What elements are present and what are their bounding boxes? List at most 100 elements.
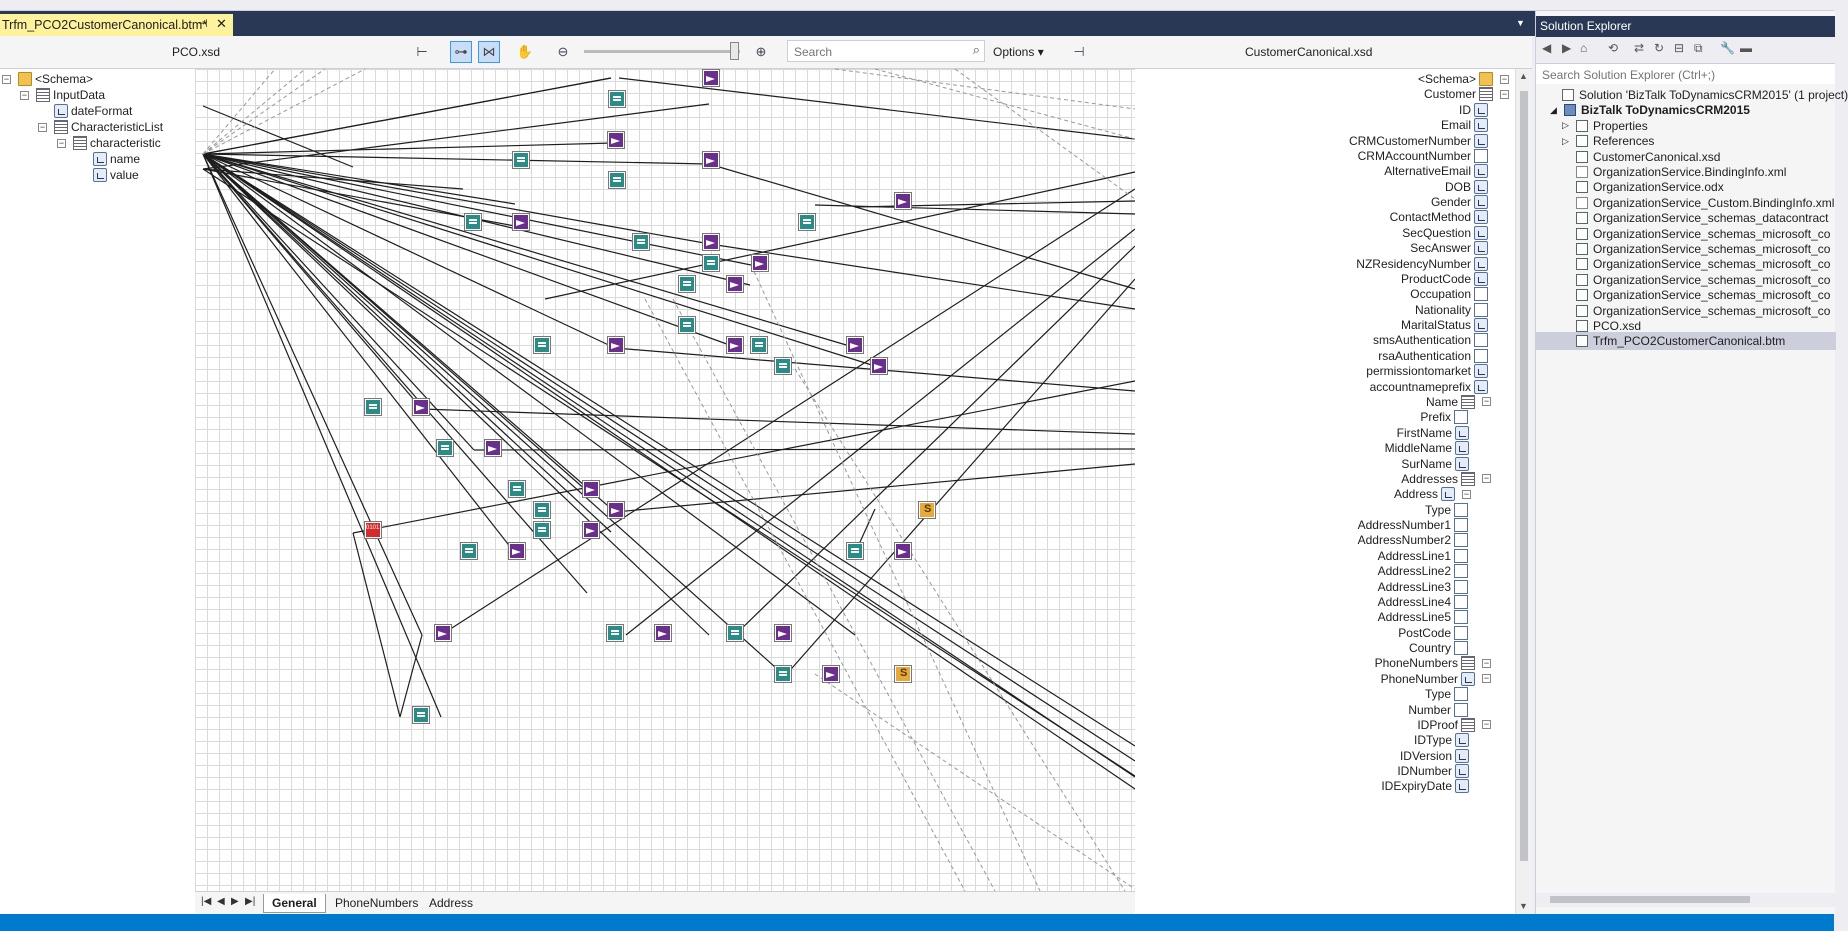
equal-functoid[interactable] — [533, 521, 551, 539]
value-mapping-functoid[interactable] — [654, 624, 672, 642]
equal-functoid[interactable] — [750, 336, 768, 354]
prev-page-icon[interactable]: ◀ — [217, 896, 225, 907]
target-node-email[interactable]: Email — [1441, 117, 1491, 133]
target-node-phonenumber[interactable]: PhoneNumber− — [1381, 671, 1491, 687]
home-icon[interactable]: ⌂ — [1580, 41, 1588, 55]
equal-functoid[interactable] — [798, 213, 816, 231]
target-node-number[interactable]: Number — [1408, 702, 1471, 718]
value-mapping-functoid[interactable] — [822, 665, 840, 683]
show-all-icon[interactable]: ⧉ — [1694, 41, 1703, 55]
target-node-addressline3[interactable]: AddressLine3 — [1378, 579, 1471, 595]
collapse-all-icon[interactable]: ⊟ — [1674, 41, 1685, 55]
equal-functoid[interactable] — [606, 624, 624, 642]
logical-functoid[interactable] — [364, 521, 382, 539]
equal-functoid[interactable] — [632, 233, 650, 251]
collapse-icon[interactable]: − — [38, 121, 47, 132]
zoom-out-icon[interactable]: ⊖ — [557, 44, 569, 59]
target-node-nzresidencynumber[interactable]: NZResidencyNumber — [1356, 256, 1491, 272]
target-node-secanswer[interactable]: SecAnswer — [1410, 240, 1491, 256]
equal-functoid[interactable] — [608, 171, 626, 189]
mapping-grid[interactable] — [195, 69, 1135, 891]
solution-item[interactable]: OrganizationService_schemas_microsoft_co — [1536, 240, 1830, 258]
solution-item[interactable]: ◢BizTalk ToDynamicsCRM2015 — [1536, 101, 1750, 119]
value-mapping-functoid[interactable] — [607, 131, 625, 149]
options-dropdown[interactable]: Options ▾ — [993, 45, 1044, 59]
target-node-addressline5[interactable]: AddressLine5 — [1378, 609, 1471, 625]
target-node-type[interactable]: Type — [1425, 502, 1471, 518]
collapse-icon[interactable]: − — [2, 73, 11, 84]
target-node-middlename[interactable]: MiddleName — [1385, 440, 1472, 456]
value-mapping-functoid[interactable] — [702, 69, 720, 87]
target-node-country[interactable]: Country — [1409, 640, 1471, 656]
collapse-icon[interactable]: − — [1482, 719, 1491, 730]
page-tab-address[interactable]: Address — [421, 894, 481, 912]
target-node-firstname[interactable]: FirstName — [1397, 425, 1472, 441]
equal-functoid[interactable] — [508, 480, 526, 498]
value-mapping-functoid[interactable] — [582, 480, 600, 498]
scroll-down-icon[interactable]: ▼ — [1519, 901, 1528, 911]
scripting-functoid[interactable] — [894, 665, 912, 683]
expand-source-icon[interactable]: ⊢ — [416, 44, 428, 59]
document-tab[interactable]: Trfm_PCO2CustomerCanonical.btm* ⊣ ✕ — [0, 14, 233, 36]
horizontal-scrollbar[interactable] — [1536, 893, 1835, 907]
equal-functoid[interactable] — [364, 398, 382, 416]
value-mapping-functoid[interactable] — [702, 151, 720, 169]
collapse-icon[interactable]: − — [1482, 473, 1491, 484]
solution-item[interactable]: ▷References — [1536, 132, 1654, 150]
target-node-contactmethod[interactable]: ContactMethod — [1390, 209, 1491, 225]
target-node-crmaccountnumber[interactable]: CRMAccountNumber — [1358, 148, 1491, 164]
solution-item[interactable]: Trfm_PCO2CustomerCanonical.btm — [1536, 332, 1836, 351]
source-node-characteristiclist[interactable]: −CharacteristicList — [38, 119, 163, 135]
vertical-scrollbar[interactable]: ▲ ▼ — [1515, 69, 1533, 914]
collapse-icon[interactable]: − — [1500, 88, 1509, 99]
value-mapping-functoid[interactable] — [508, 542, 526, 560]
value-mapping-functoid[interactable] — [726, 336, 744, 354]
target-node-addressline4[interactable]: AddressLine4 — [1378, 594, 1471, 610]
value-mapping-functoid[interactable] — [412, 398, 430, 416]
target-node--schema-[interactable]: <Schema>− — [1418, 71, 1509, 87]
equal-functoid[interactable] — [533, 501, 551, 519]
value-mapping-functoid[interactable] — [846, 336, 864, 354]
mapper-search-input[interactable] — [792, 42, 956, 62]
target-node-addressnumber2[interactable]: AddressNumber2 — [1358, 532, 1471, 548]
equal-functoid[interactable] — [726, 624, 744, 642]
scroll-thumb[interactable] — [1520, 91, 1528, 861]
sync-icon[interactable]: ⇄ — [1634, 41, 1645, 55]
target-node-idproof[interactable]: IDProof− — [1417, 717, 1491, 733]
value-mapping-functoid[interactable] — [607, 336, 625, 354]
value-mapping-functoid[interactable] — [726, 275, 744, 293]
collapse-icon[interactable]: − — [1482, 673, 1491, 684]
tab-overflow-dropdown-icon[interactable]: ▼ — [1516, 18, 1525, 28]
target-node-rsaauthentication[interactable]: rsaAuthentication — [1378, 348, 1491, 364]
solution-item[interactable]: OrganizationService_schemas_microsoft_co — [1536, 302, 1830, 320]
solution-item[interactable]: OrganizationService.BindingInfo.xml — [1536, 163, 1786, 181]
collapse-icon[interactable]: − — [1500, 73, 1509, 84]
target-node-accountnameprefix[interactable]: accountnameprefix — [1370, 379, 1491, 395]
target-node-addresses[interactable]: Addresses− — [1401, 471, 1491, 487]
equal-functoid[interactable] — [464, 213, 482, 231]
scripting-functoid[interactable] — [918, 501, 936, 519]
value-mapping-functoid[interactable] — [894, 542, 912, 560]
history-icon[interactable]: ⟲ — [1608, 41, 1619, 55]
solution-item[interactable]: OrganizationService_schemas_microsoft_co — [1536, 286, 1830, 304]
expand-arrow-icon[interactable]: ◢ — [1550, 104, 1557, 115]
target-node-occupation[interactable]: Occupation — [1410, 286, 1491, 302]
value-mapping-functoid[interactable] — [751, 254, 769, 272]
page-tab-general[interactable]: General — [263, 894, 326, 913]
auto-link-icon[interactable]: ⋈ — [478, 41, 500, 63]
solution-item[interactable]: Solution 'BizTalk ToDynamicsCRM2015' (1 … — [1536, 86, 1848, 104]
target-node-gender[interactable]: Gender — [1431, 194, 1491, 210]
value-mapping-functoid[interactable] — [702, 233, 720, 251]
equal-functoid[interactable] — [774, 357, 792, 375]
expand-arrow-icon[interactable]: ▷ — [1562, 135, 1569, 146]
forward-icon[interactable]: ▶ — [1562, 41, 1572, 55]
target-node-type[interactable]: Type — [1425, 686, 1471, 702]
last-page-icon[interactable]: ▶| — [245, 896, 256, 907]
pin-icon[interactable]: ⊣ — [198, 18, 208, 30]
pin-panel-icon[interactable]: ▬ — [1740, 41, 1752, 55]
target-node-postcode[interactable]: PostCode — [1398, 625, 1471, 641]
target-node-permissiontomarket[interactable]: permissiontomarket — [1366, 363, 1491, 379]
source-node-schema[interactable]: −<Schema> — [2, 71, 93, 87]
source-node-dateformat[interactable]: dateFormat — [51, 103, 132, 119]
solution-item[interactable]: OrganizationService_schemas_microsoft_co — [1536, 225, 1830, 243]
